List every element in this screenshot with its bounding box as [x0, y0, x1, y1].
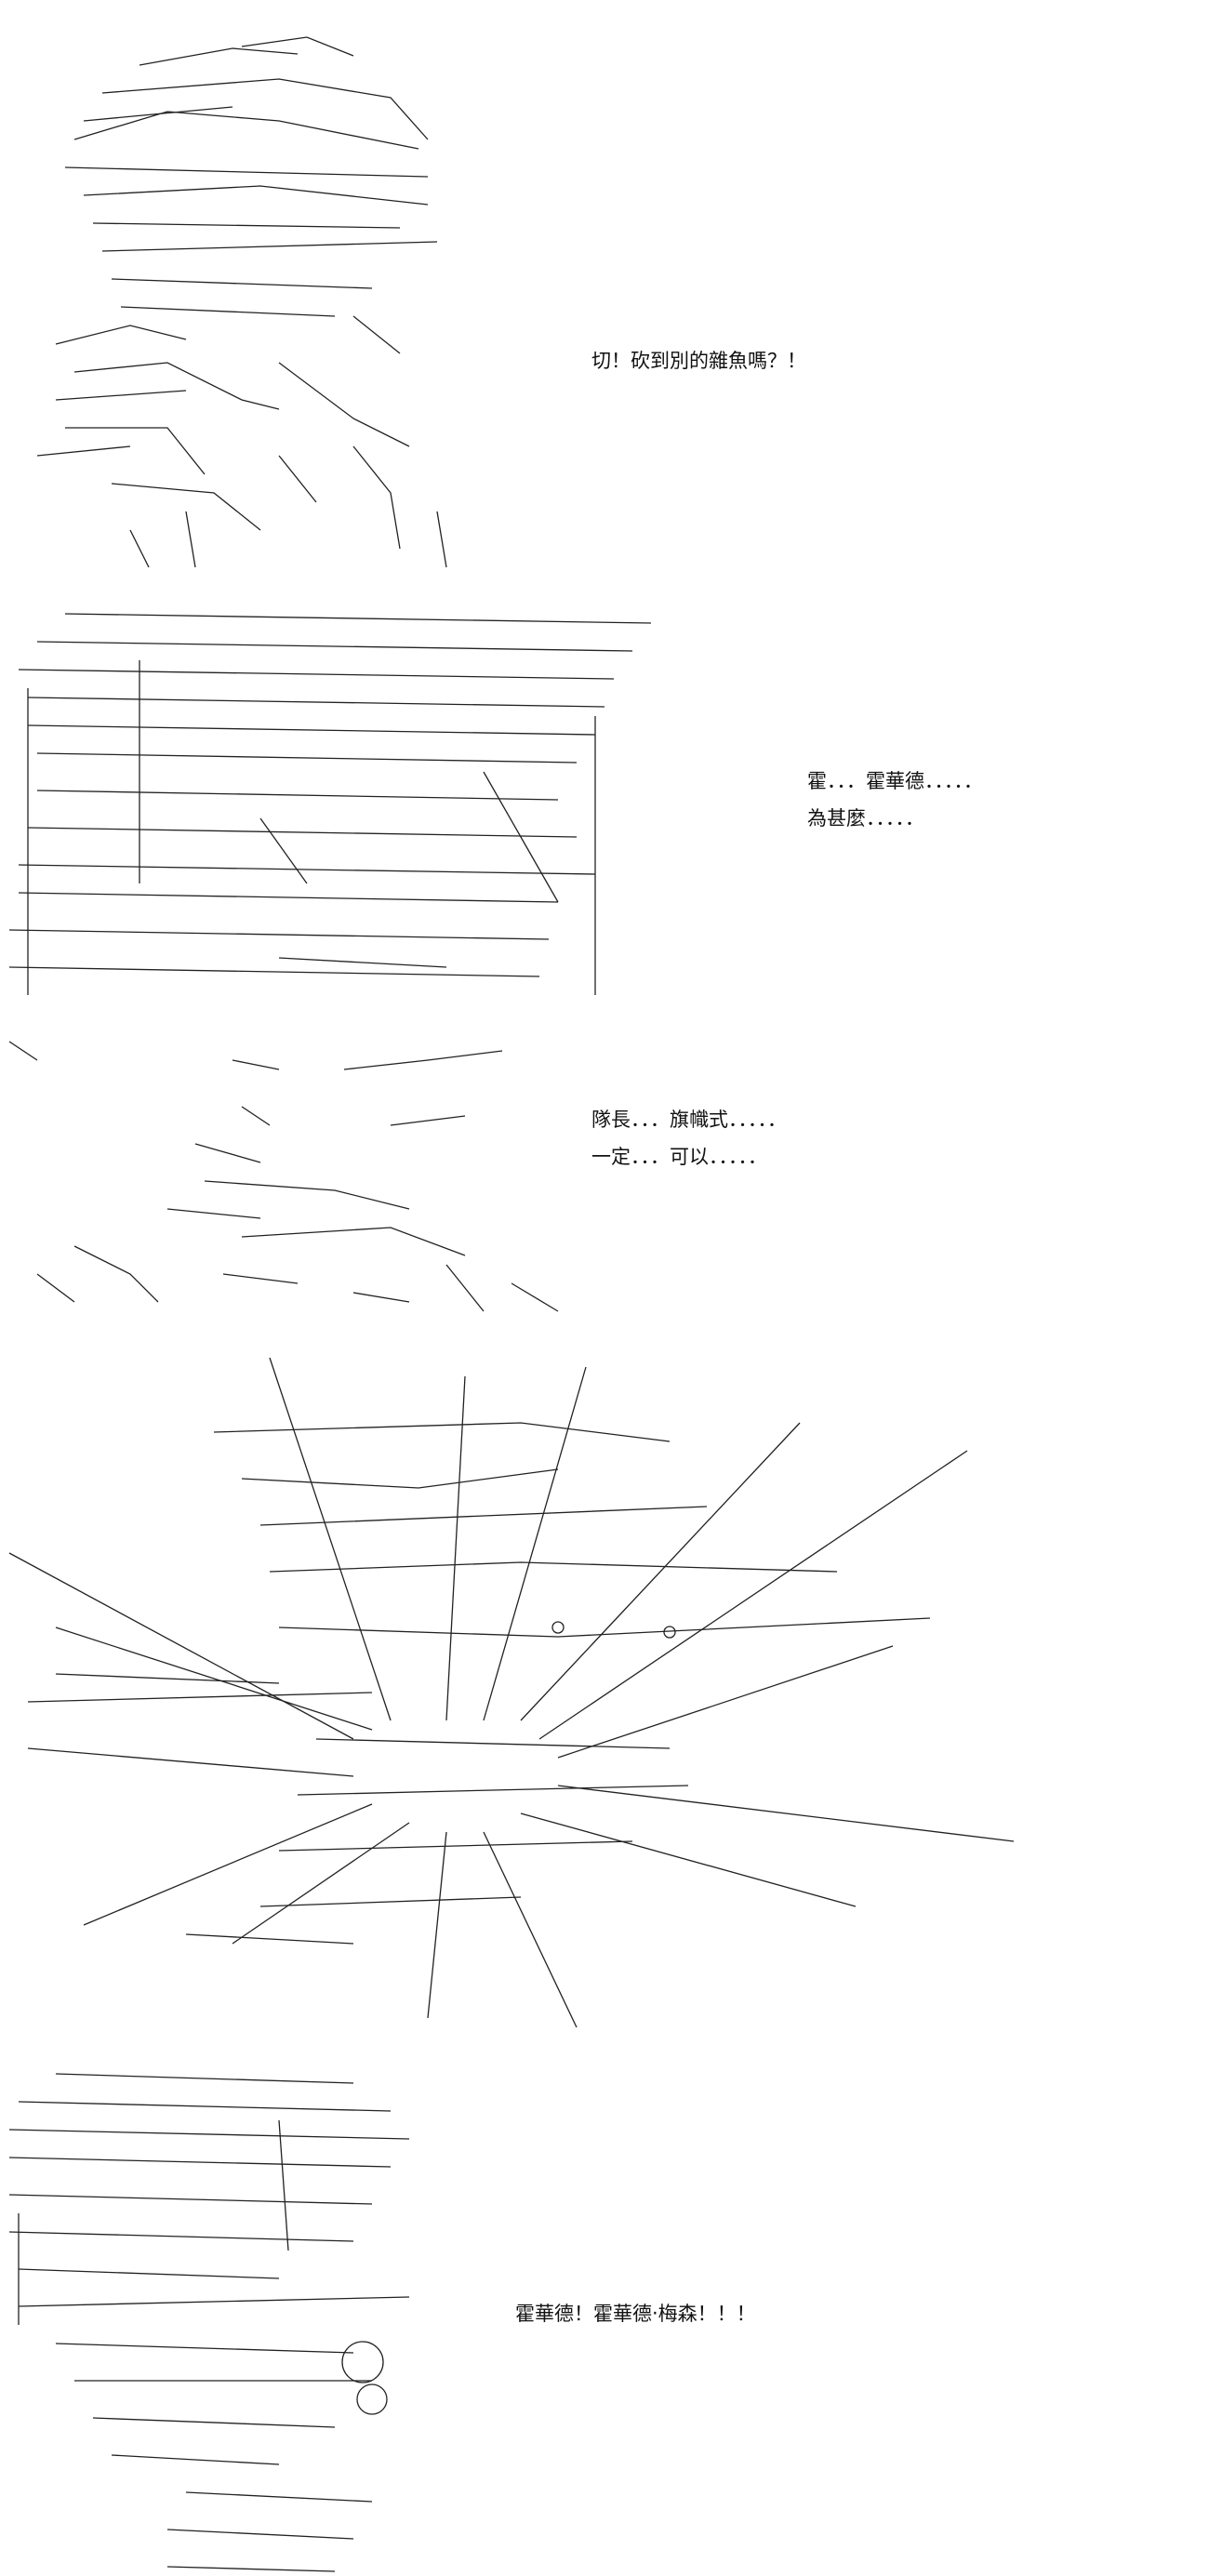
dialogue-line: 隊長．．．旗幟式．．．．．	[591, 1109, 787, 1131]
dialogue-line: 霍華德！霍華德‧梅森！！！	[515, 2303, 756, 2325]
dialogue-line: 切！砍到別的雜魚嗎？！	[591, 350, 806, 372]
panel-4	[0, 1348, 1209, 2037]
panel-4-ascii-art-explosion	[0, 1348, 1023, 2037]
dialogue-line: 一定．．．可以．．．．．	[591, 1146, 767, 1168]
panel-3: 隊長．．．旗幟式．．．．． 一定．．．可以．．．．．	[0, 1032, 1209, 1330]
panel-2: 霍．．．霍華德．．．．． 為甚麼．．．．．	[0, 604, 1209, 995]
panel-5-dialogue: 霍華德！霍華德‧梅森！！！	[515, 2295, 756, 2332]
dialogue-line: 為甚麼．．．．．	[807, 807, 924, 830]
panel-2-dialogue: 霍．．．霍華德．．．．． 為甚麼．．．．．	[807, 763, 983, 837]
panel-5: 霍華德！霍華德‧梅森！！！	[0, 2065, 1209, 2576]
panel-1-dialogue: 切！砍到別的雜魚嗎？！	[591, 342, 806, 379]
panel-3-ascii-art-figure	[0, 1032, 577, 1330]
panel-5-ascii-art-character	[0, 2065, 428, 2576]
panel-3-dialogue: 隊長．．．旗幟式．．．．． 一定．．．可以．．．．．	[591, 1101, 787, 1175]
panel-1: 切！砍到別的雜魚嗎？！	[0, 0, 1209, 577]
panel-2-ascii-art-scene	[0, 604, 670, 995]
dialogue-line: 霍．．．霍華德．．．．．	[807, 770, 983, 792]
panel-1-ascii-art-character	[0, 9, 502, 577]
